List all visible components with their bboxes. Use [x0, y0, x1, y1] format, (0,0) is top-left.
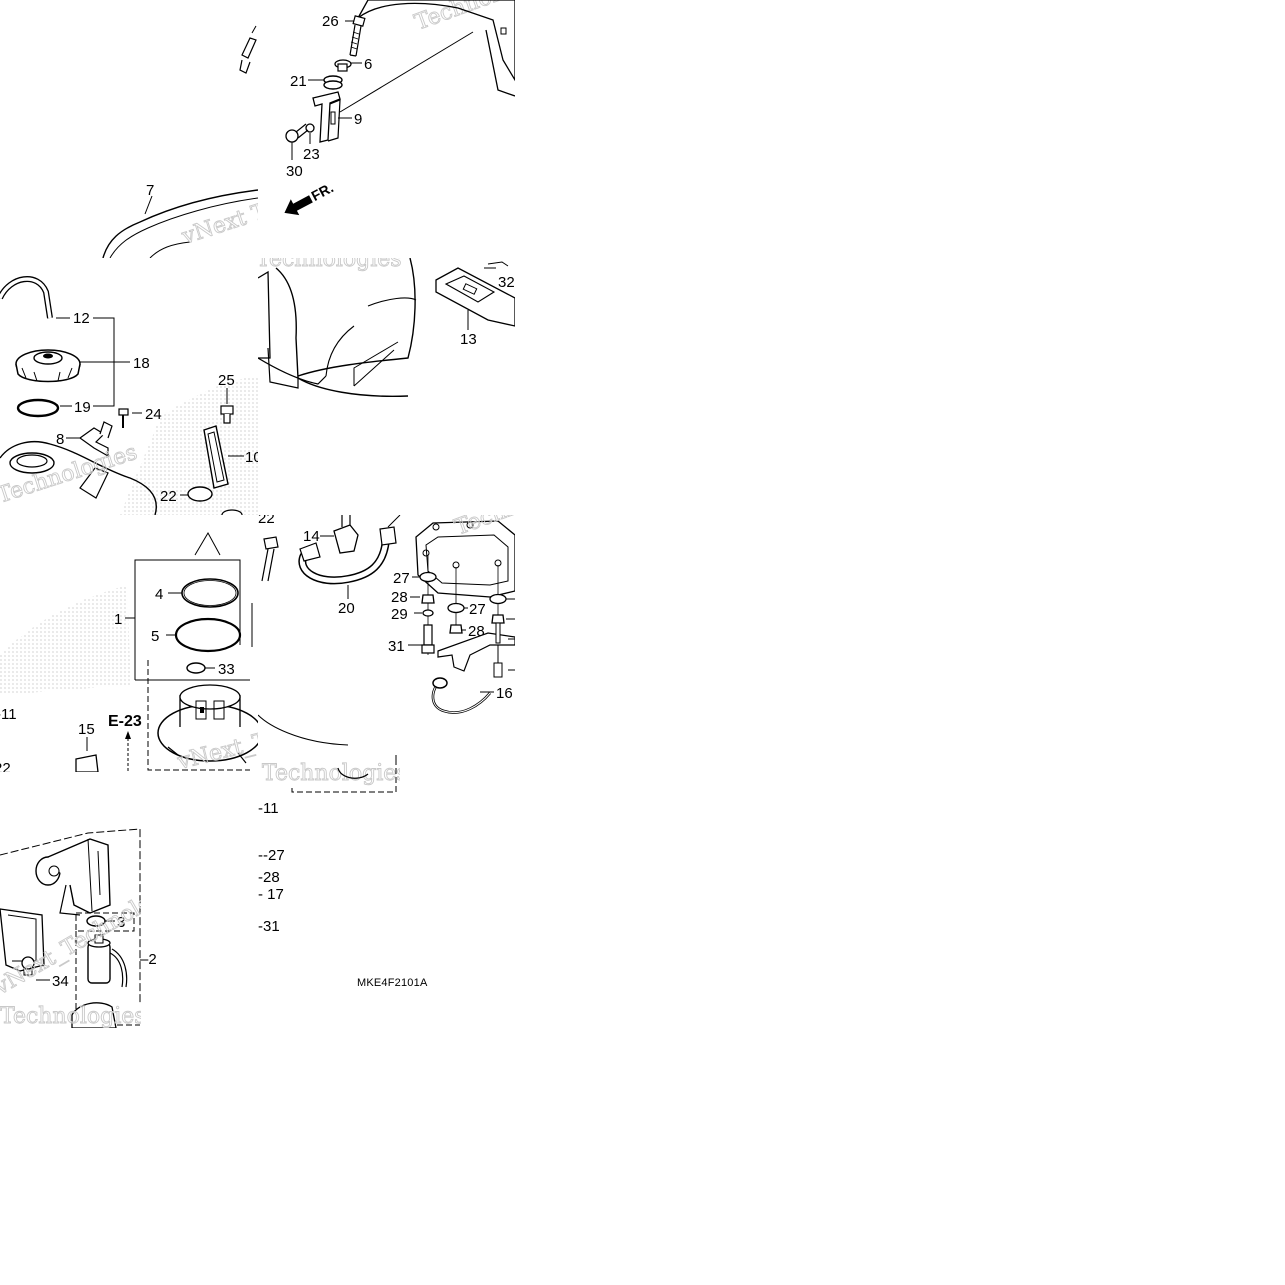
svg-text:24: 24	[145, 406, 162, 423]
svg-text:34: 34	[52, 973, 69, 990]
svg-text:8: 8	[56, 431, 64, 448]
svg-text:Technologies: Technologies	[0, 1004, 141, 1028]
label-2: –	[140, 951, 149, 968]
pump-flange-icon	[157, 684, 258, 764]
callout-28: -28	[258, 869, 280, 886]
svg-text:10: 10	[245, 449, 258, 466]
svg-text:25: 25	[218, 372, 235, 389]
tile-fuel-cap: 12 18 19 24	[0, 258, 258, 515]
svg-text:15: 15	[78, 721, 95, 738]
cover-13-icon	[435, 267, 515, 327]
svg-text:28: 28	[391, 589, 408, 606]
fitting-34-icon	[21, 956, 35, 976]
callout-31: -31	[258, 918, 280, 935]
svg-text:23: 23	[303, 146, 320, 163]
front-arrow-icon: FR.	[284, 179, 336, 216]
svg-text:16: 16	[496, 685, 513, 702]
svg-text:13: 13	[460, 331, 477, 348]
svg-text:20: 20	[338, 600, 355, 617]
tile-hoses-gasket: 22 14 20 T	[258, 515, 515, 772]
tile-fuel-pump-module: 3 34 vNext_Technologies Techno	[0, 825, 141, 1028]
clamp-14-icon	[333, 515, 359, 554]
svg-text:27: 27	[469, 601, 486, 618]
svg-text:33: 33	[218, 661, 235, 678]
svg-text:29: 29	[391, 606, 408, 623]
fuel-cap-icon	[15, 349, 81, 383]
callout-11: -11	[258, 800, 279, 817]
svg-text:-11: -11	[0, 706, 17, 723]
bolt-26-icon	[349, 15, 366, 57]
tile-mount-bolts: Technologies	[258, 0, 515, 258]
svg-text:Technologies: Technologies	[262, 761, 400, 786]
svg-text:E-23: E-23	[108, 713, 142, 730]
bolt-24-icon	[118, 408, 129, 428]
svg-text:22: 22	[258, 515, 275, 527]
diagram-code: MKE4F2101A	[357, 977, 428, 989]
tile-fuel-tank-top: 7 vNext Technologies	[0, 0, 258, 258]
svg-text:1: 1	[114, 611, 122, 628]
svg-text:Technologies: Technologies	[258, 258, 402, 272]
callout-27: --27	[258, 847, 285, 864]
fuel-pump-icon	[87, 934, 128, 988]
svg-text:6: 6	[364, 56, 372, 73]
fuel-pump-housing-icon	[35, 838, 111, 916]
tile-fuel-pump-seals: 1 4 5 33 E-23	[0, 515, 258, 772]
svg-text:22: 22	[160, 488, 177, 505]
svg-text:32: 32	[498, 274, 515, 291]
tile-dashed-bottom: Technologies	[258, 760, 400, 800]
svg-text:18: 18	[133, 355, 150, 372]
svg-text:4: 4	[155, 586, 163, 603]
svg-text:5: 5	[151, 628, 159, 645]
svg-text:FR.: FR.	[308, 179, 335, 204]
svg-text:19: 19	[74, 399, 91, 416]
svg-text:26: 26	[322, 13, 339, 30]
callout-17: - 17	[258, 886, 284, 903]
svg-text:30: 30	[286, 163, 303, 180]
svg-text:22: 22	[0, 760, 11, 772]
svg-text:21: 21	[290, 73, 307, 90]
svg-text:7: 7	[146, 182, 154, 199]
watermark: Technologies	[412, 0, 515, 36]
svg-text:31: 31	[388, 638, 405, 655]
svg-text:3: 3	[117, 914, 125, 931]
bolt-30-icon	[285, 123, 309, 143]
fastener-25-icon	[220, 405, 234, 424]
svg-text:12: 12	[73, 310, 90, 327]
tile-tank-shroud: Technologies 13 32	[258, 258, 515, 515]
leader-2: –2	[140, 951, 157, 968]
svg-text:14: 14	[303, 528, 320, 545]
bracket-9-icon	[312, 91, 341, 143]
wire-16-icon	[431, 677, 491, 714]
bolt-31-icon	[421, 624, 435, 654]
svg-text:9: 9	[354, 111, 362, 128]
svg-text:27: 27	[393, 570, 410, 587]
